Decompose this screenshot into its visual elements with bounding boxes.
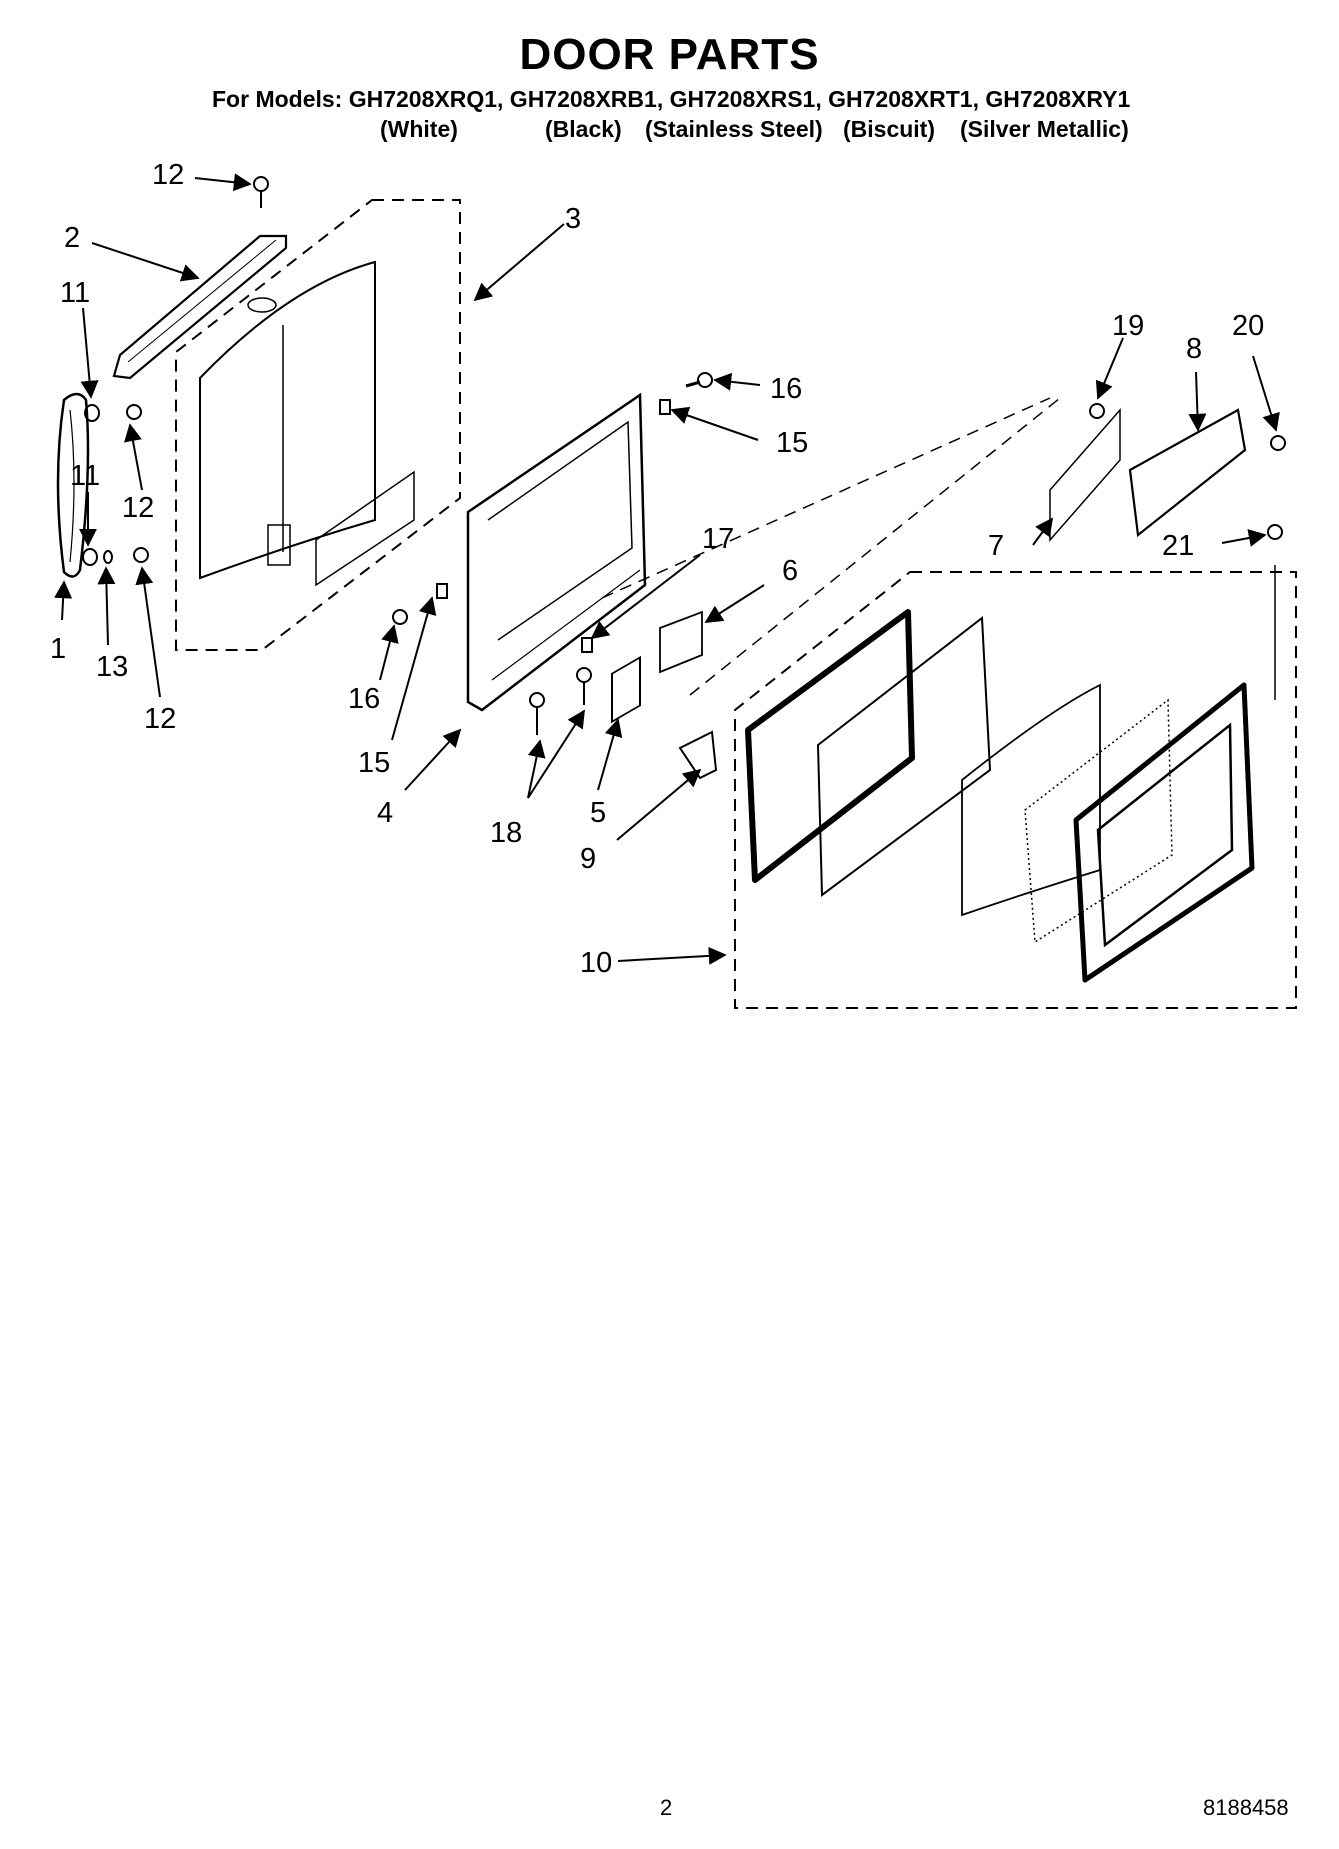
callout-20: 20 bbox=[1232, 310, 1264, 342]
screw-16-top bbox=[697, 372, 713, 388]
callout-7: 7 bbox=[988, 530, 1004, 562]
door-handle bbox=[56, 392, 90, 578]
screw-12-top bbox=[126, 404, 142, 420]
callout-21: 21 bbox=[1162, 530, 1194, 562]
callout-19: 19 bbox=[1112, 310, 1144, 342]
callout-9: 9 bbox=[580, 843, 596, 875]
page-title: DOOR PARTS bbox=[519, 30, 820, 79]
finish-biscuit: (Biscuit) bbox=[843, 116, 935, 142]
document-number: 8188458 bbox=[1203, 1795, 1289, 1820]
washer-11-top bbox=[84, 404, 100, 422]
latch-bracket bbox=[611, 655, 641, 724]
models-line: For Models: GH7208XRQ1, GH7208XRB1, GH72… bbox=[212, 86, 1131, 112]
callout-2: 2 bbox=[64, 222, 80, 254]
page-number: 2 bbox=[660, 1795, 673, 1820]
callout-13: 13 bbox=[96, 651, 128, 683]
clip-17 bbox=[581, 637, 593, 653]
spacer-13 bbox=[103, 550, 113, 564]
door-liner-frame bbox=[816, 616, 992, 897]
callout-12-top: 12 bbox=[122, 492, 154, 524]
control-panel-overlay bbox=[315, 470, 415, 587]
finish-black: (Black) bbox=[545, 116, 622, 142]
finish-white: (White) bbox=[380, 116, 458, 142]
clip-15-top bbox=[659, 399, 671, 415]
callout-11-top: 11 bbox=[60, 277, 90, 309]
inner-door-panel bbox=[1073, 682, 1255, 983]
finish-stainless-steel: (Stainless Steel) bbox=[645, 116, 823, 142]
callout-11-bottom: 11 bbox=[70, 460, 100, 492]
callout-16-left: 16 bbox=[348, 683, 380, 715]
finish-silver-metallic: (Silver Metallic) bbox=[960, 116, 1129, 142]
clip-15-left bbox=[436, 583, 448, 599]
vent-clip bbox=[678, 730, 718, 780]
callout-10: 10 bbox=[580, 947, 612, 979]
callout-12-bottom: 12 bbox=[144, 703, 176, 735]
callout-16-top: 16 bbox=[770, 373, 802, 405]
callout-15-left: 15 bbox=[358, 747, 390, 779]
washer-11-bottom bbox=[82, 548, 98, 566]
callout-17: 17 bbox=[702, 523, 734, 555]
outer-panel-group-outline bbox=[175, 199, 461, 651]
hinge-cover bbox=[659, 610, 703, 674]
screw-20 bbox=[1270, 435, 1286, 451]
callout-4: 4 bbox=[377, 797, 393, 829]
screw-16-left bbox=[392, 609, 408, 625]
screw-18-right bbox=[576, 667, 592, 683]
outer-door-panel bbox=[199, 260, 376, 580]
screw-21 bbox=[1267, 524, 1283, 540]
screw-18-left bbox=[529, 692, 545, 708]
screw-19 bbox=[1089, 403, 1105, 419]
insulation bbox=[1049, 408, 1121, 542]
callout-15-top: 15 bbox=[776, 427, 808, 459]
vent-trim bbox=[112, 234, 288, 380]
callout-18: 18 bbox=[490, 817, 522, 849]
door-gasket bbox=[745, 609, 915, 883]
screw-12-bottom bbox=[133, 547, 149, 563]
door-frame bbox=[466, 392, 647, 712]
callout-6: 6 bbox=[782, 555, 798, 587]
callout-5: 5 bbox=[590, 797, 606, 829]
screw-14 bbox=[253, 176, 269, 192]
callout-1: 1 bbox=[50, 633, 66, 665]
door-vent bbox=[1128, 408, 1247, 538]
callout-3: 3 bbox=[565, 203, 581, 235]
insulation-pad bbox=[1024, 698, 1173, 944]
callout-14: 12 bbox=[152, 159, 184, 191]
inner-door-group-outline bbox=[734, 571, 1297, 1009]
callout-8: 8 bbox=[1186, 333, 1202, 365]
